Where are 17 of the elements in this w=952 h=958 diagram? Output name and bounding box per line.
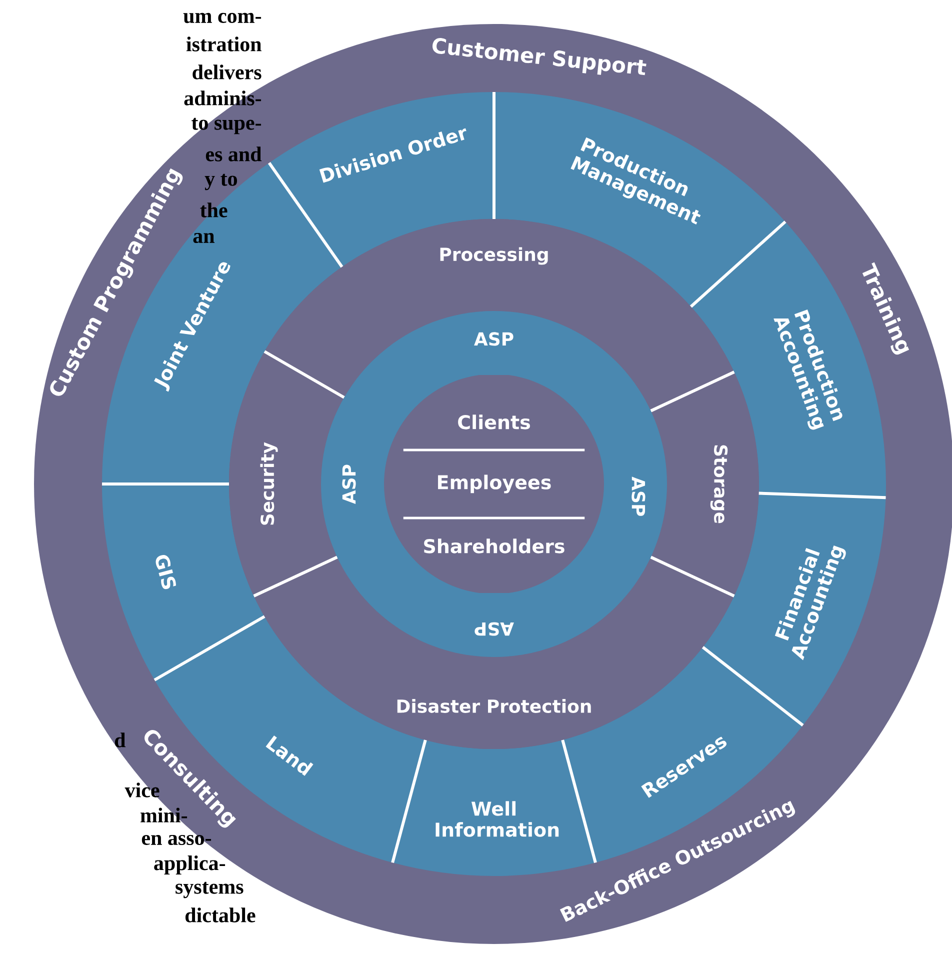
center-segment: Clients bbox=[389, 375, 599, 450]
body-text-line: an bbox=[193, 232, 214, 244]
body-text-line: d bbox=[114, 732, 126, 748]
body-text-line: um com- bbox=[183, 12, 262, 24]
body-text-line: to supe- bbox=[192, 118, 262, 134]
center-segment: Shareholders bbox=[389, 518, 599, 593]
body-text-line: delivers bbox=[192, 64, 262, 80]
center-segment: Employees bbox=[384, 450, 604, 518]
body-text-line: y to bbox=[204, 174, 237, 190]
ring-segment: Storage bbox=[650, 372, 759, 596]
body-text-line: dictable bbox=[185, 908, 256, 922]
node-label: Well Information bbox=[436, 801, 559, 837]
body-text-line: the bbox=[200, 202, 228, 218]
body-text-line: istration bbox=[186, 36, 262, 52]
ring-segment: Well Information bbox=[392, 740, 596, 876]
body-text-line: es and bbox=[206, 146, 262, 162]
node-label: GIS bbox=[156, 555, 176, 590]
